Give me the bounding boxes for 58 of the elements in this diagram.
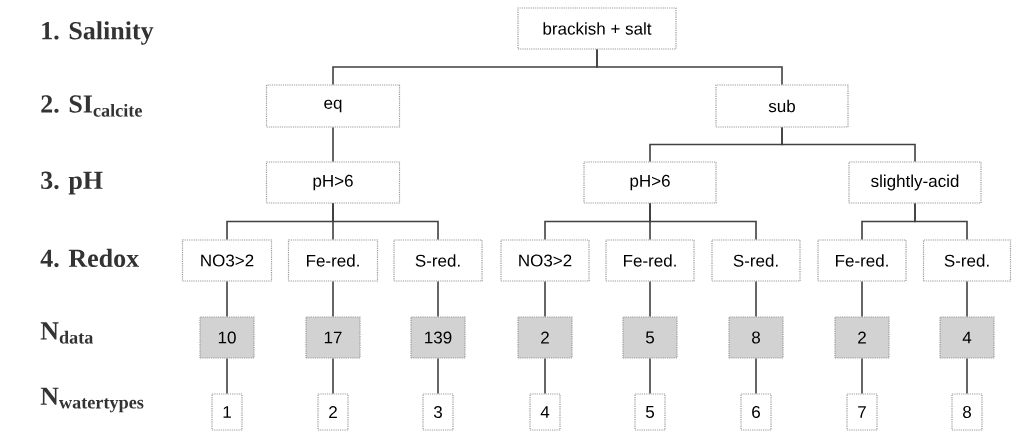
connector-line (437, 280, 439, 318)
type-box: 7 (846, 393, 878, 431)
type-box: 4 (529, 393, 561, 431)
row-label: 4. Redox (40, 248, 139, 268)
count-box: 2 (834, 316, 890, 359)
row-label: $\text{N}_{\text{data}}$ (40, 322, 94, 344)
type-box: 3 (422, 393, 454, 431)
decision-box: Fe-red. (287, 239, 379, 282)
type-box: 1 (211, 393, 243, 431)
connector-line (544, 280, 546, 318)
decision-box: NO3>2 (500, 239, 590, 282)
decision-box: NO3>2 (181, 239, 273, 282)
connector-line (332, 126, 334, 163)
type-box: 8 (951, 393, 983, 431)
row-label: $\text{N}_{\text{watertypes}}$ (40, 387, 144, 413)
connector-line (861, 280, 863, 318)
connector-line (649, 357, 651, 395)
connector-line (596, 48, 783, 86)
decision-box: Fe-red. (605, 239, 695, 282)
connector-line (332, 280, 334, 318)
type-box: 2 (317, 393, 349, 431)
decision-box: Fe-red. (817, 239, 907, 282)
connector-line (226, 357, 228, 395)
decision-box: eq (265, 84, 401, 128)
connector-line (544, 357, 546, 395)
count-box: 139 (410, 316, 466, 359)
row-label: $\text{2. SI}_{\text{calcite}}$ (41, 95, 142, 117)
decision-box: sub (715, 84, 849, 128)
decision-box: S-red. (922, 239, 1012, 282)
connector-line (914, 202, 968, 241)
connector-line (966, 280, 968, 318)
count-box: 2 (517, 316, 573, 359)
decision-box: S-red. (393, 239, 483, 282)
connector-line (332, 357, 334, 395)
connector-line (649, 202, 757, 241)
row-label: 1. Salinity (42, 21, 154, 45)
decision-box: slightly-acid (848, 161, 982, 204)
count-box: 5 (622, 316, 678, 359)
decision-box: brackish + salt (517, 7, 677, 50)
decision-box: pH>6 (583, 161, 717, 204)
type-box: 5 (634, 393, 666, 431)
count-box: 4 (939, 316, 995, 359)
connector-line (649, 280, 651, 318)
connector-line (332, 202, 439, 241)
count-box: 8 (728, 316, 784, 359)
count-box: 10 (199, 316, 255, 359)
connector-line (437, 357, 439, 395)
connector-line (226, 280, 228, 318)
count-box: 17 (305, 316, 361, 359)
decision-box: pH>6 (265, 161, 401, 204)
connector-line (781, 126, 916, 163)
connector-line (966, 357, 968, 395)
type-box: 6 (740, 393, 772, 431)
row-label: 3. pH (41, 171, 103, 195)
connector-line (755, 357, 757, 395)
connector-line (861, 357, 863, 395)
decision-box: S-red. (711, 239, 801, 282)
connector-line (755, 280, 757, 318)
